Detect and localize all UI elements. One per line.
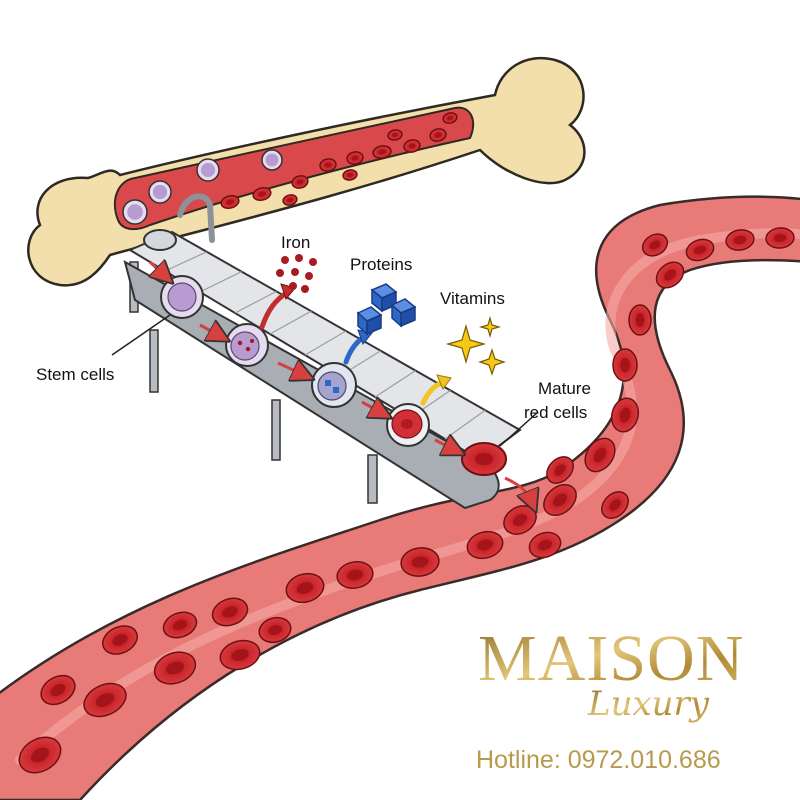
red-blood-cell (336, 561, 374, 589)
label-proteins: Proteins (350, 255, 412, 274)
red-blood-cell (18, 736, 62, 774)
red-blood-cell (162, 611, 198, 639)
red-blood-cell (601, 491, 629, 519)
flow-arrow-2 (199, 325, 220, 336)
belt-segment-line (304, 330, 347, 356)
red-blood-cell (546, 456, 574, 484)
red-blood-cell (400, 547, 440, 577)
red-blood-cell (584, 437, 616, 473)
label-iron: Iron (281, 233, 310, 252)
brand-name: MAISON (478, 622, 744, 695)
brand-tagline: Luxury (587, 684, 710, 724)
mature-cells-leader (499, 411, 539, 447)
label-stem-cells: Stem cells (36, 365, 114, 384)
stem-cells-leader (111, 314, 171, 356)
red-blood-cell (641, 233, 669, 257)
red-blood-cell (346, 151, 364, 165)
label-mature-line1: Mature (538, 379, 591, 398)
red-blood-cell (40, 674, 76, 706)
belt-segment-line (269, 310, 312, 335)
marrow-stem-cell (261, 149, 283, 171)
label-vitamins: Vitamins (440, 289, 505, 308)
red-blood-cell (258, 616, 292, 644)
red-blood-cell (528, 531, 562, 559)
red-blood-cell (319, 158, 337, 172)
red-blood-cell (282, 194, 298, 206)
red-blood-cell (153, 651, 197, 685)
red-blood-cell (211, 597, 249, 627)
iron-dots-icon (276, 254, 317, 293)
belt-cells (160, 275, 507, 476)
brand-watermark: MAISON Luxury Hotline: 0972.010.686 (476, 622, 744, 774)
conveyor-hook (177, 193, 215, 243)
belt-segment-line (199, 271, 242, 293)
red-blood-cell (102, 625, 138, 655)
flow-arrow-5 (434, 440, 455, 450)
marrow-stem-cell (196, 158, 220, 182)
red-blood-cell (83, 682, 127, 718)
red-blood-cell (765, 227, 795, 249)
red-blood-cell (610, 397, 640, 433)
red-blood-cell (612, 348, 638, 382)
red-blood-cell (429, 128, 447, 142)
brand-hotline: Hotline: 0972.010.686 (476, 746, 721, 774)
belt-vitamin-cell (386, 403, 430, 447)
red-blood-cell (628, 304, 652, 336)
belt-segment-line (234, 290, 277, 314)
flow-arrow-4 (361, 402, 382, 413)
red-blood-cell (403, 139, 421, 153)
red-blood-cell (387, 129, 403, 141)
belt-mature-cell (461, 442, 507, 476)
red-blood-cell (655, 261, 685, 289)
red-blood-cell (372, 145, 392, 159)
label-mature-line2: red cells (524, 403, 587, 422)
sparkle-icon (445, 315, 506, 376)
marrow-stem-cell (148, 180, 172, 204)
belt-segment-line (374, 370, 416, 398)
red-blood-cell (342, 169, 358, 181)
red-blood-cell (220, 195, 240, 209)
red-blood-cell (543, 483, 577, 517)
belt-protein-cell (311, 362, 357, 408)
marrow-stem-cell (122, 199, 148, 225)
red-blood-cell (285, 572, 325, 604)
red-blood-cell (291, 175, 309, 189)
belt-iron-cell (225, 323, 269, 367)
protein-blocks-icon (356, 283, 417, 336)
marrow-red-cells (220, 112, 458, 209)
red-blood-cell (252, 187, 272, 201)
belt-stem-cell (160, 275, 204, 319)
marrow-stem-cells (122, 149, 283, 225)
red-blood-cell (466, 530, 504, 560)
flow-arrow-6 (504, 476, 532, 502)
belt-roller (143, 229, 177, 251)
flow-arrow-1 (150, 262, 165, 276)
red-blood-cell (442, 112, 458, 124)
red-blood-cell (685, 238, 715, 262)
flow-arrow-3 (277, 363, 304, 375)
flow-arrows (150, 262, 532, 502)
vessel-red-cells (18, 227, 795, 774)
red-blood-cell (725, 229, 755, 251)
conveyor (123, 193, 522, 510)
red-blood-cell (219, 639, 261, 671)
